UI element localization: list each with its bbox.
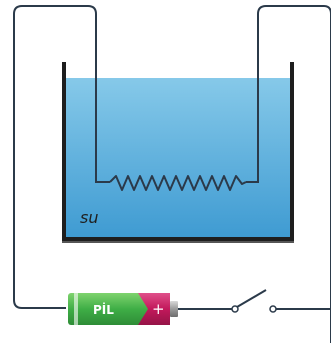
- battery-body-green: [68, 293, 154, 325]
- water: [66, 78, 291, 237]
- resistor: [109, 175, 247, 191]
- battery: PİL +: [68, 293, 178, 325]
- switch: [231, 289, 277, 313]
- container: [62, 62, 294, 241]
- battery-body-red: [138, 293, 170, 325]
- switch-lever: [236, 289, 267, 308]
- battery-stripe: [74, 293, 78, 325]
- switch-contact-left: [231, 305, 239, 313]
- water-label: su: [80, 208, 98, 227]
- battery-plus-label: +: [152, 300, 165, 318]
- battery-terminal: [170, 301, 178, 317]
- switch-contact-right: [269, 305, 277, 313]
- battery-label: PİL: [93, 302, 114, 317]
- wire-left: [13, 5, 110, 309]
